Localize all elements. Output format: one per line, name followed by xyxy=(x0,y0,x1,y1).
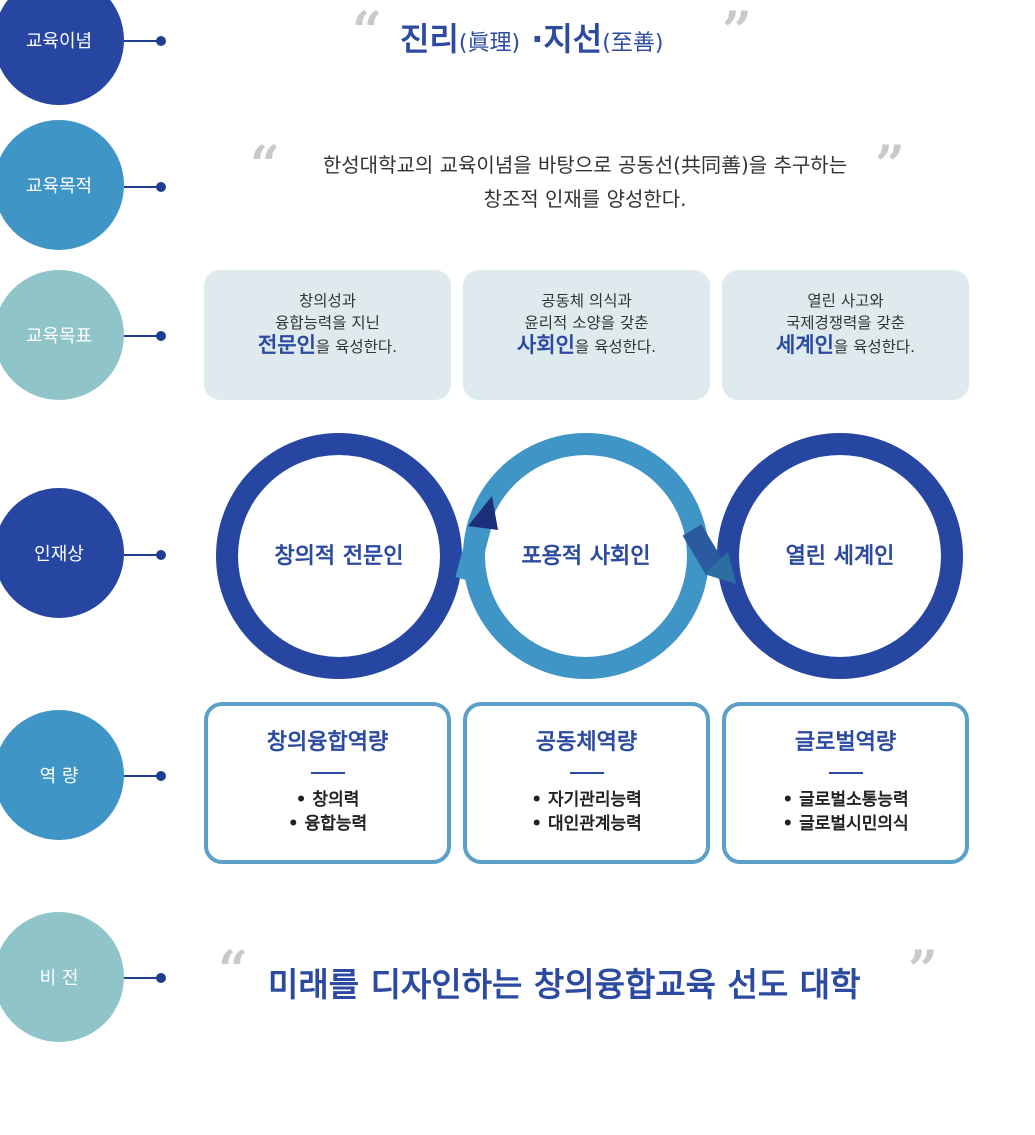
side-label-edu-ideal: 교육이념 xyxy=(0,0,124,105)
competency-box-community: 공동체역량 • 자기관리능력 • 대인관계능력 xyxy=(463,702,710,864)
ring-overlap-left-middle xyxy=(455,517,493,583)
connector-line xyxy=(124,554,162,556)
competency-box-creative: 창의융합역량 • 창의력 • 융합능력 xyxy=(204,702,451,864)
connector-dot xyxy=(156,973,166,983)
competency-box-global: 글로벌역량 • 글로벌소통능력 • 글로벌시민의식 xyxy=(722,702,969,864)
quote-open-mark: “ xyxy=(250,135,280,196)
goal-box-global: 열린 사고와 국제경쟁력을 갖춘 세계인을 육성한다. xyxy=(722,270,969,400)
connector-dot xyxy=(156,182,166,192)
competency-divider xyxy=(828,772,863,774)
connector-line xyxy=(124,977,162,979)
talent-global: 열린 세계인 xyxy=(786,544,895,569)
competency-divider xyxy=(569,772,604,774)
connector-line xyxy=(124,40,162,42)
talent-professional: 창의적 전문인 xyxy=(274,544,403,569)
edu-purpose-text: 한성대학교의 교육이념을 바탕으로 공동선(共同善)을 추구하는 창조적 인재를… xyxy=(322,153,848,211)
connector-line xyxy=(124,186,162,188)
quote-close-mark: ” xyxy=(875,135,905,196)
quote-close-mark: ” xyxy=(908,940,938,1001)
arrow-down-icon xyxy=(704,552,736,584)
talent-social: 포용적 사회인 xyxy=(521,544,650,569)
goal-box-social: 공동체 의식과 윤리적 소양을 갖춘 사회인을 육성한다. xyxy=(463,270,710,400)
side-label-edu-purpose: 교육목적 xyxy=(0,120,124,250)
quote-open-mark: “ xyxy=(352,1,382,62)
quote-close-mark: ” xyxy=(722,1,752,62)
connector-line xyxy=(124,775,162,777)
ring-left xyxy=(216,433,462,679)
side-label-talent: 인재상 xyxy=(0,488,124,618)
connector-dot xyxy=(156,331,166,341)
connector-dot xyxy=(156,550,166,560)
side-label-competency: 역 량 xyxy=(0,710,124,840)
connector-line xyxy=(124,335,162,337)
side-label-edu-goal: 교육목표 xyxy=(0,270,124,400)
vision-text: 미래를 디자인하는 창의융합교육 선도 대학 xyxy=(268,965,861,1004)
connector-dot xyxy=(156,36,166,46)
quote-open-mark: “ xyxy=(218,940,248,1001)
connector-dot xyxy=(156,771,166,781)
competency-divider xyxy=(310,772,345,774)
side-label-vision: 비 전 xyxy=(0,912,124,1042)
arrow-up-icon xyxy=(468,496,498,530)
edu-ideal-motto: 진리(眞理) ·지선(至善) xyxy=(400,20,664,58)
goal-box-professional: 창의성과 융합능력을 지닌 전문인을 육성한다. xyxy=(204,270,451,400)
ring-overlap-middle-right xyxy=(682,524,726,576)
